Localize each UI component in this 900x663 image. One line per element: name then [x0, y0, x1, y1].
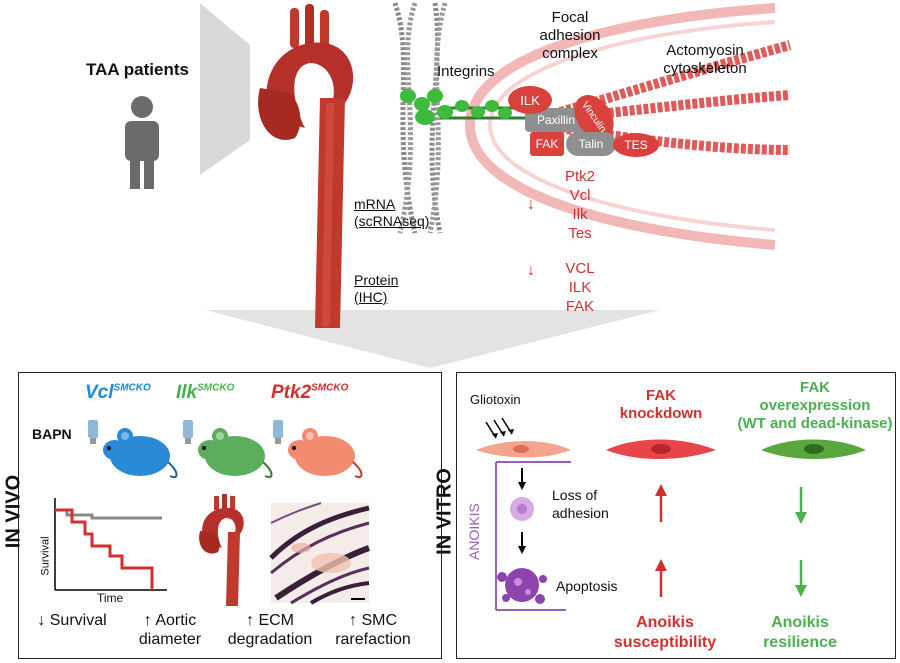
- outcome-line: rarefaction: [335, 631, 411, 648]
- knockdown-line: knockdown: [619, 405, 703, 422]
- in-vitro-side-label: IN VITRO: [433, 468, 456, 555]
- mrna-line-2: (scRNAseq): [354, 213, 430, 229]
- protein-gene: VCL: [565, 260, 595, 277]
- patients-label: TAA patients: [86, 60, 189, 79]
- talin-node: Talin: [566, 132, 616, 156]
- mice-row: [88, 420, 363, 479]
- mrna-gene-list: Ptk2 Vcl Ilk Tes: [555, 167, 605, 243]
- outcome-line: degradation: [227, 631, 313, 648]
- ilk-model-title: IlkSMCKO: [176, 382, 234, 404]
- ilk-mouse-icon: [183, 420, 273, 479]
- actomyosin-label: Actomyosin cytoskeleton: [650, 42, 760, 78]
- actomyosin-line-2: cytoskeleton: [663, 60, 747, 77]
- model-gene: Ptk2: [271, 382, 312, 403]
- loss-of-adhesion-label: Loss of adhesion: [552, 486, 609, 522]
- focal-adhesion-label: Focal adhesion complex: [520, 9, 620, 63]
- mrna-gene: Ptk2: [564, 168, 595, 185]
- mrna-down-arrow: ↓: [527, 196, 535, 213]
- mrna-gene: Tes: [568, 225, 592, 242]
- outcome-survival: ↓ Survival: [22, 611, 122, 630]
- small-aorta-icon: [199, 494, 244, 606]
- loss-line: adhesion: [552, 505, 609, 521]
- protein-line-2: (IHC): [354, 289, 388, 305]
- in-vivo-side-label: IN VIVO: [2, 474, 25, 549]
- knockdown-title: FAK knockdown: [606, 387, 716, 423]
- focal-adhesion-line-2: adhesion: [539, 27, 601, 44]
- mrna-gene: Ilk: [572, 206, 588, 223]
- ptk2-model-title: Ptk2SMCKO: [271, 382, 348, 404]
- cell-membrane: [400, 3, 792, 250]
- fak-node: FAK: [530, 132, 564, 156]
- susceptibility-line: Anoikis: [636, 614, 694, 631]
- outcome-aortic-diameter: ↑ Aortic diameter: [115, 611, 225, 649]
- overexpression-line: FAK: [800, 379, 830, 396]
- susceptibility-line: susceptibility: [613, 634, 717, 651]
- model-gene: Vcl: [85, 382, 114, 403]
- protein-gene: ILK: [568, 279, 592, 296]
- histology-image: [269, 502, 371, 605]
- outcome-line: ↑ SMC: [349, 612, 397, 629]
- protein-down-arrow: ↓: [527, 262, 535, 279]
- overexpression-title: FAK overexpression (WT and dead-kinase): [730, 379, 900, 433]
- protein-gene-list: VCL ILK FAK: [555, 259, 605, 316]
- tes-node: TES: [613, 133, 659, 157]
- susceptibility-label: Anoikis susceptibility: [605, 613, 725, 653]
- protein-gene: FAK: [565, 298, 595, 315]
- resilience-label: Anoikis resilience: [750, 613, 850, 653]
- mrna-line-1: mRNA: [354, 196, 396, 212]
- outcome-smc-rarefaction: ↑ SMC rarefaction: [318, 611, 428, 649]
- survival-ylabel: Survival: [39, 536, 52, 576]
- mrna-label: mRNA (scRNAseq): [354, 196, 429, 230]
- aorta-icon: [258, 4, 354, 328]
- vcl-mouse-icon: [88, 420, 178, 479]
- person-icon: [125, 96, 159, 189]
- gliotoxin-label: Gliotoxin: [470, 392, 521, 407]
- knockdown-line: FAK: [646, 387, 676, 404]
- ptk2-mouse-icon: [273, 420, 363, 479]
- resilience-line: resilience: [763, 634, 837, 651]
- vcl-model-title: VclSMCKO: [85, 382, 151, 404]
- mrna-gene: Vcl: [569, 187, 591, 204]
- outcome-line: ↑ ECM: [246, 612, 294, 629]
- apoptosis-label: Apoptosis: [556, 578, 618, 594]
- bapn-label: BAPN: [32, 426, 72, 442]
- model-gene: Ilk: [176, 382, 198, 403]
- integrins-label: Integrins: [437, 63, 495, 80]
- outcome-line: ↑ Aortic: [143, 612, 197, 629]
- model-sup: SMCKO: [113, 382, 151, 394]
- in-vitro-graphics: [476, 417, 866, 611]
- focal-adhesion-line-3: complex: [542, 45, 598, 62]
- protein-label: Protein (IHC): [354, 272, 398, 306]
- outcome-line: diameter: [138, 631, 202, 648]
- survival-xlabel: Time: [97, 591, 124, 605]
- anoikis-label: ANOIKIS: [466, 503, 482, 560]
- outcome-ecm-degradation: ↑ ECM degradation: [215, 611, 325, 649]
- focal-adhesion-line-1: Focal: [551, 9, 589, 26]
- loss-line: Loss of: [552, 487, 598, 503]
- model-sup: SMCKO: [311, 382, 349, 394]
- survival-plot: [54, 498, 167, 591]
- outcome-line: ↓ Survival: [37, 612, 107, 629]
- protein-line-1: Protein: [354, 272, 399, 288]
- overexpression-line: overexpression: [759, 397, 871, 414]
- resilience-line: Anoikis: [771, 614, 829, 631]
- model-sup: SMCKO: [197, 382, 235, 394]
- ilk-node: ILK: [508, 86, 552, 114]
- overexpression-line: (WT and dead-kinase): [737, 415, 893, 432]
- actomyosin-line-1: Actomyosin: [666, 42, 744, 59]
